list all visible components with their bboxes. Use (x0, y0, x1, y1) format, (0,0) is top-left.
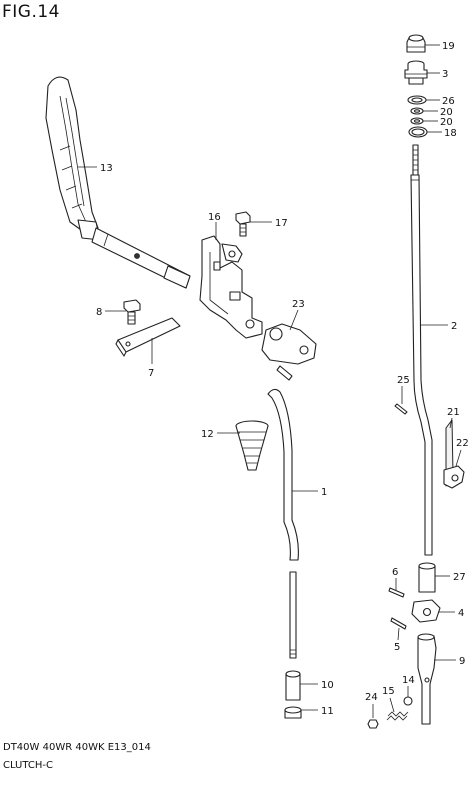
part-1-clutch-rod (267, 388, 299, 659)
part-26-ring (407, 95, 427, 105)
part-5-pin (390, 617, 407, 630)
callout-1: 1 (321, 487, 327, 498)
callout-2: 2 (451, 321, 457, 332)
callout-8: 8 (96, 307, 102, 318)
part-4-joint (411, 599, 441, 623)
callout-5: 5 (394, 642, 400, 653)
part-19-cap (406, 34, 426, 53)
part-12-rubber-boot (235, 420, 269, 471)
part-14-ball (403, 696, 413, 706)
callout-21: 21 (447, 407, 460, 418)
callout-23: 23 (292, 299, 305, 310)
part-15-spring (386, 711, 409, 721)
part-17-bolt (235, 211, 251, 237)
callout-22: 22 (456, 438, 469, 449)
part-22-clip (443, 465, 465, 489)
part-7-plate (115, 317, 181, 357)
part-8-bolt (123, 299, 141, 325)
callout-4: 4 (458, 608, 464, 619)
part-3-fitting (404, 60, 428, 85)
callout-20-a: 20 (440, 107, 453, 118)
callout-27: 27 (453, 572, 466, 583)
figure-title: FIG.14 (2, 2, 61, 22)
callout-9: 9 (459, 656, 465, 667)
callout-18: 18 (444, 128, 457, 139)
part-16-lever-bracket (199, 235, 263, 339)
section-name: CLUTCH-C (3, 760, 53, 771)
part-24-plunger (367, 719, 379, 729)
part-9-lower-rod (417, 633, 437, 725)
model-code: DT40W 40WR 40WK E13_014 (3, 742, 151, 753)
callout-19: 19 (442, 41, 455, 52)
callout-25: 25 (397, 375, 410, 386)
part-6-pin (388, 587, 405, 598)
part-25-pin (394, 403, 408, 415)
callout-24: 24 (365, 692, 378, 703)
callout-13: 13 (100, 163, 113, 174)
part-18-ring (408, 126, 428, 138)
part-27-sleeve (418, 562, 436, 593)
callout-16: 16 (208, 212, 221, 223)
callout-7: 7 (148, 368, 154, 379)
part-2-shift-rod (410, 144, 433, 556)
part-11-nut (284, 706, 302, 719)
callout-20-b: 20 (440, 117, 453, 128)
callout-26: 26 (442, 96, 455, 107)
part-20-washer-a (410, 107, 424, 115)
callout-14: 14 (402, 675, 415, 686)
part-20-washer-b (410, 117, 424, 125)
callout-labels: 19 3 26 20 20 18 13 16 17 8 7 23 2 25 21… (96, 41, 469, 717)
callout-15: 15 (382, 686, 395, 697)
callout-11: 11 (321, 706, 334, 717)
leader-lines (78, 44, 462, 718)
callout-17: 17 (275, 218, 288, 229)
callout-10: 10 (321, 680, 334, 691)
part-13-shift-lever (45, 76, 191, 289)
callout-12: 12 (201, 429, 214, 440)
callout-3: 3 (442, 69, 448, 80)
callout-6: 6 (392, 567, 398, 578)
part-10-sleeve (285, 670, 301, 701)
part-23-link (261, 323, 317, 381)
